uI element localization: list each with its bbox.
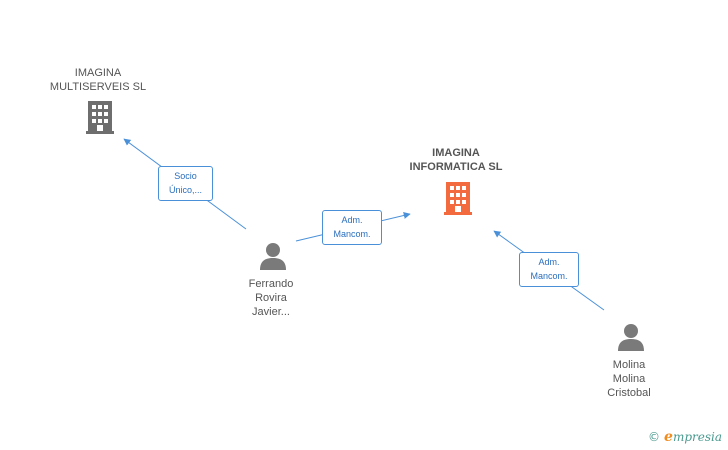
edge-label-socio[interactable]: Socio Único,... [158, 166, 213, 201]
person-icon [260, 243, 286, 270]
brand-initial: e [664, 429, 673, 445]
edge-label-line: Mancom. [530, 271, 568, 281]
brand-watermark: ©empresia [648, 429, 722, 445]
person-label-ferrando[interactable]: Ferrando Rovira Javier... [221, 277, 321, 319]
person-name-line: Javier... [252, 306, 290, 318]
company-name-line: IMAGINA [74, 67, 122, 79]
person-name-line: Rovira [255, 292, 287, 304]
company-name-line: INFORMATICA SL [409, 161, 503, 173]
edge-label-line: Adm. [341, 215, 363, 225]
edge-label-adm-molina[interactable]: Adm. Mancom. [519, 252, 579, 287]
company-label-multiserveis[interactable]: IMAGINA MULTISERVEIS SL [38, 66, 158, 94]
building-icon [444, 182, 472, 215]
company-name-line: IMAGINA [432, 147, 480, 159]
edge-label-line: Socio [174, 171, 197, 181]
person-label-molina[interactable]: Molina Molina Cristobal [579, 358, 679, 400]
edge-label-line: Mancom. [333, 229, 371, 239]
building-icon [86, 101, 114, 134]
person-name-line: Molina [612, 359, 646, 371]
company-name-line: MULTISERVEIS SL [49, 81, 147, 93]
person-icon [618, 324, 644, 351]
copyright-symbol: © [648, 430, 661, 444]
company-label-informatica[interactable]: IMAGINA INFORMATICA SL [396, 146, 516, 174]
edge-label-adm-ferrando[interactable]: Adm. Mancom. [322, 210, 382, 245]
brand-name: mpresia [672, 430, 722, 444]
person-name-line: Molina [612, 373, 646, 385]
edge-label-line: Único,... [168, 185, 202, 195]
person-name-line: Cristobal [607, 387, 651, 399]
edge-label-line: Adm. [538, 257, 560, 267]
person-name-line: Ferrando [248, 278, 294, 290]
